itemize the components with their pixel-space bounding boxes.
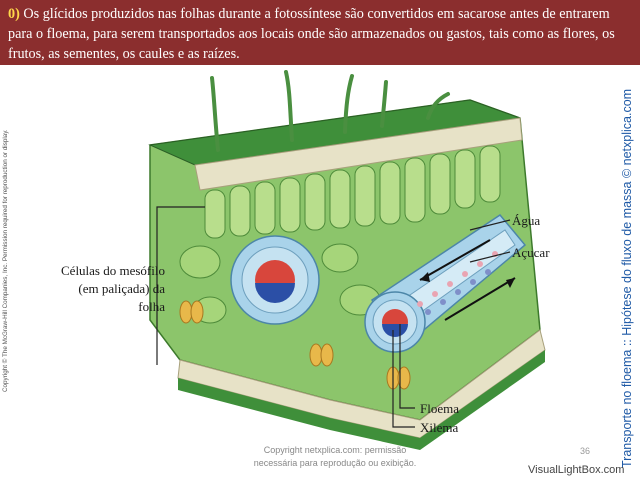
xylem-label: Xilema	[420, 420, 459, 435]
leader-lines	[156, 206, 511, 428]
sugar-label: Açucar	[512, 245, 550, 260]
banner-text: Os glícidos produzidos nas folhas durant…	[8, 6, 615, 62]
footer-copyright: Copyright netxplica.com: permissão neces…	[235, 444, 435, 470]
footer-line-2: necessária para reprodução ou exibição.	[253, 458, 417, 468]
page-number: 36	[580, 446, 591, 456]
vein-longitudinal	[364, 214, 527, 353]
watermark-link[interactable]: VisualLightBox.com	[528, 464, 625, 476]
banner: 0) Os glícidos produzidos nas folhas dur…	[0, 0, 640, 65]
footer-line-1: Copyright netxplica.com: permissão	[263, 445, 407, 455]
palisade-cells	[204, 145, 501, 239]
water-label: Água	[512, 213, 541, 228]
mesophyll-label: Células do mesófilo (em paliçada) da fol…	[61, 263, 165, 314]
phloem-label: Floema	[420, 401, 459, 416]
guard-cells	[179, 300, 411, 390]
vein-cross-section	[230, 235, 320, 325]
banner-number: 0)	[8, 6, 20, 22]
leaf-hairs	[210, 70, 450, 152]
spongy-mesophyll	[179, 243, 381, 324]
